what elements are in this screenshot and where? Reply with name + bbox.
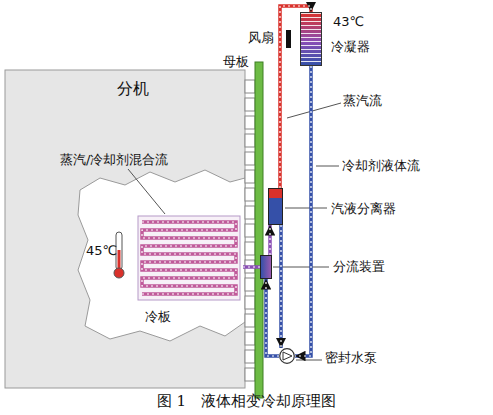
node-text: 冷板 xyxy=(145,310,171,325)
figure-caption: 图 1 液体相变冷却原理图 xyxy=(0,393,493,410)
node-text: 母板 xyxy=(223,55,249,70)
leader-line xyxy=(287,103,341,118)
leader-line xyxy=(296,360,322,361)
channel-stroke xyxy=(142,222,236,294)
slot xyxy=(245,296,255,309)
slot xyxy=(245,206,255,219)
slot xyxy=(245,332,255,345)
cold-plate-outline xyxy=(138,216,240,300)
pipe-dash xyxy=(280,225,281,348)
pipe-connector xyxy=(243,267,260,268)
pipe-dash xyxy=(266,279,279,356)
condenser: 43℃冷凝器 xyxy=(300,12,322,66)
shunt: 分流装置 xyxy=(260,255,272,279)
pipe-connector xyxy=(266,279,279,356)
pipe-line xyxy=(268,225,272,255)
leader-line xyxy=(316,166,339,167)
fan: 风扇 xyxy=(286,30,291,48)
slot xyxy=(245,152,255,165)
slot xyxy=(245,80,255,93)
node-text: 风扇 xyxy=(248,31,274,46)
node-text: 分流装置 xyxy=(333,260,385,275)
pipe-connector xyxy=(295,66,311,356)
part-label: 蒸汽/冷却剂混合流 xyxy=(60,153,168,168)
pump: 密封水泵 xyxy=(279,348,295,364)
pipe-line xyxy=(279,225,283,348)
slot xyxy=(245,188,255,201)
pipe-dash xyxy=(295,66,311,356)
node-text: 43℃ xyxy=(333,15,364,30)
slot xyxy=(245,170,255,183)
leader-line xyxy=(128,169,165,214)
node-text: 汽液分离器 xyxy=(331,202,396,217)
part-label: 冷却剂液体流 xyxy=(342,159,420,174)
node-text: 密封水泵 xyxy=(325,351,377,366)
pipe-connector xyxy=(281,225,282,348)
slot xyxy=(245,242,255,255)
pipe-line xyxy=(266,279,279,356)
cutaway-region xyxy=(78,170,245,341)
channel-dash xyxy=(142,222,236,294)
part-label: 45℃ xyxy=(86,244,117,259)
cold-plate-channel xyxy=(142,222,236,294)
slot xyxy=(245,134,255,147)
pipe-line xyxy=(295,66,311,356)
node-text: 冷凝器 xyxy=(331,40,370,55)
pipe-dash xyxy=(243,266,260,267)
slot xyxy=(245,314,255,327)
housing-box: 分机冷板 xyxy=(5,70,245,388)
pipe-dash xyxy=(269,225,270,255)
slot xyxy=(245,368,255,381)
slot xyxy=(245,224,255,237)
cold-plate: 冷板 xyxy=(125,212,243,338)
thermometer-mercury xyxy=(118,250,121,270)
pipe-line xyxy=(243,265,260,269)
thermometer-bulb xyxy=(114,268,124,278)
pump-symbol xyxy=(279,348,295,364)
pump-circle xyxy=(280,349,295,364)
motherboard: 母板 xyxy=(255,62,263,398)
slot xyxy=(245,116,255,129)
separator: 汽液分离器 xyxy=(268,188,283,225)
slot xyxy=(245,98,255,111)
pump-impeller xyxy=(283,352,292,360)
node-text: 分机 xyxy=(117,80,149,98)
slot xyxy=(245,278,255,291)
slot xyxy=(245,350,255,363)
housing-outline xyxy=(5,70,245,388)
motherboard-bar xyxy=(255,62,263,398)
pipe-connector xyxy=(270,225,271,255)
leader-line xyxy=(285,208,327,209)
part-label: 蒸汽流 xyxy=(343,94,382,109)
connector-slots xyxy=(245,80,255,381)
